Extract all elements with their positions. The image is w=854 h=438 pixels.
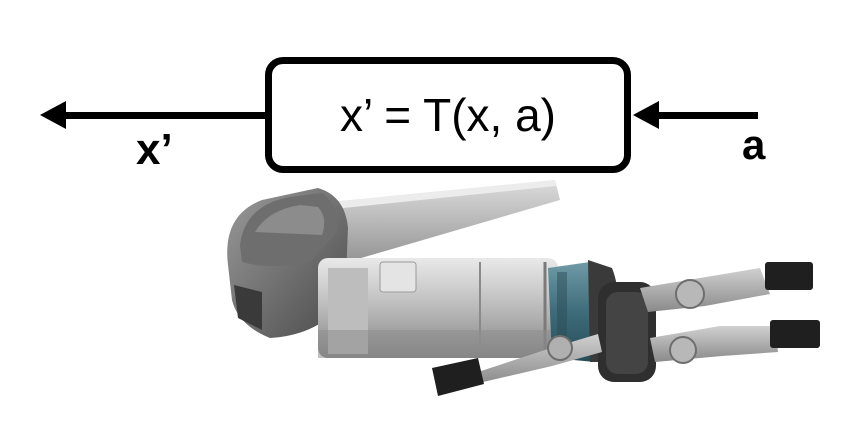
action-label: a: [742, 121, 766, 168]
gripper-palm: [598, 282, 656, 382]
upper-arm: [300, 180, 560, 270]
gripper-middle-finger: [650, 320, 820, 364]
output-arrow-head: [40, 101, 66, 129]
forearm: [318, 258, 558, 358]
transition-function-box: x’ = T(x, a): [265, 57, 631, 173]
elbow-joint: [227, 188, 348, 338]
output-state-label: x’: [136, 125, 173, 174]
gripper-lower-finger: [432, 334, 602, 396]
output-arrow-shaft: [62, 112, 267, 119]
input-arrow-shaft: [655, 112, 758, 119]
input-arrow-head: [633, 101, 659, 129]
gripper-upper-finger: [640, 262, 813, 312]
transition-equation: x’ = T(x, a): [340, 89, 556, 141]
